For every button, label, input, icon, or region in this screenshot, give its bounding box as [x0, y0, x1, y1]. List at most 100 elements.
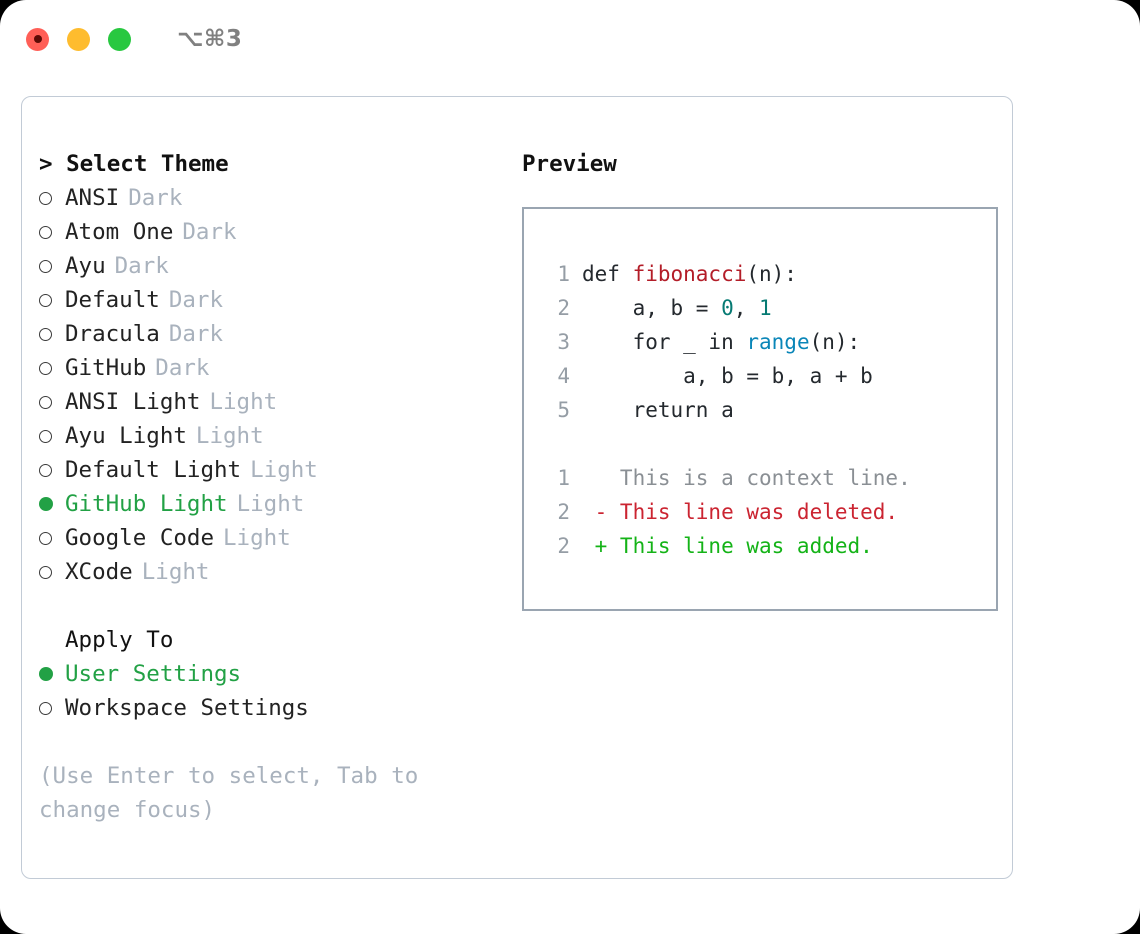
- theme-item-9[interactable]: GitHub Light Light: [39, 487, 501, 521]
- radio-selected-icon: [39, 657, 65, 691]
- radio-dot: [39, 565, 52, 579]
- radio-unselected-icon: [39, 555, 65, 589]
- radio-dot: [39, 225, 52, 239]
- shortcut-label: ⌥⌘3: [177, 26, 243, 52]
- line-number: 5: [557, 398, 570, 422]
- radio-dot: [39, 497, 53, 511]
- theme-variant-tag: Dark: [168, 287, 224, 313]
- apply-to-item-1[interactable]: Workspace Settings: [39, 691, 501, 725]
- apply-to-item-label: Workspace Settings: [65, 695, 309, 721]
- code-token-plain: a, b =: [632, 296, 722, 320]
- code-token-plain: return a: [632, 398, 734, 422]
- radio-dot: [39, 327, 52, 341]
- code-token-plain: ,: [733, 296, 760, 320]
- code-indent: [582, 364, 683, 388]
- radio-dot: [39, 701, 52, 715]
- theme-item-label: GitHub: [65, 355, 147, 381]
- preview-heading: Preview: [522, 151, 617, 177]
- code-line: 4 a, b = b, a + b: [544, 359, 996, 393]
- radio-dot: [39, 191, 52, 205]
- hint-spacer: [39, 725, 501, 759]
- radio-dot: [39, 395, 52, 409]
- radio-unselected-icon: [39, 419, 65, 453]
- theme-item-6[interactable]: ANSI Light Light: [39, 385, 501, 419]
- radio-dot: [39, 429, 52, 443]
- theme-variant-tag: Light: [223, 525, 291, 551]
- minimize-button[interactable]: [67, 27, 90, 51]
- theme-variant-tag: Light: [141, 559, 210, 585]
- theme-item-4[interactable]: Dracula Dark: [39, 317, 501, 351]
- theme-item-label: Default Light: [65, 457, 242, 483]
- code-token-plain: a, b = b, a + b: [683, 364, 873, 388]
- radio-unselected-icon: [39, 385, 65, 419]
- recording-indicator-icon: [33, 35, 42, 43]
- radio-dot: [39, 259, 52, 273]
- radio-unselected-icon: [39, 215, 65, 249]
- code-line: 5 return a: [544, 393, 996, 427]
- theme-item-7[interactable]: Ayu Light Light: [39, 419, 501, 453]
- code-line: 1 def fibonacci(n):: [544, 257, 996, 291]
- theme-item-label: ANSI Light: [65, 389, 201, 415]
- theme-item-label: ANSI: [65, 185, 120, 211]
- theme-variant-tag: Dark: [168, 321, 224, 347]
- theme-item-label: Google Code: [65, 525, 215, 551]
- theme-item-10[interactable]: Google Code Light: [39, 521, 501, 555]
- radio-selected-icon: [39, 487, 65, 521]
- theme-item-label: Atom One: [65, 219, 174, 245]
- radio-unselected-icon: [39, 283, 65, 317]
- radio-dot: [39, 667, 53, 681]
- apply-to-item-0[interactable]: User Settings: [39, 657, 501, 691]
- diff-line-number: 1: [557, 466, 570, 490]
- diff-line-content: + This line was added.: [582, 534, 873, 558]
- line-number: 4: [557, 364, 570, 388]
- theme-variant-tag: Dark: [182, 219, 237, 245]
- theme-item-label: Dracula: [65, 321, 160, 347]
- theme-variant-tag: Light: [209, 389, 278, 415]
- theme-item-8[interactable]: Default Light Light: [39, 453, 501, 487]
- code-line-content: def fibonacci(n):: [582, 257, 797, 291]
- theme-item-1[interactable]: Atom One Dark: [39, 215, 501, 249]
- code-line-content: a, b = 0, 1: [582, 291, 772, 325]
- section-spacer: [39, 589, 501, 623]
- code-indent: [582, 330, 633, 354]
- theme-item-label: Ayu Light: [65, 423, 187, 449]
- code-line-content: for _ in range(n):: [582, 325, 861, 359]
- radio-dot: [39, 293, 52, 307]
- theme-variant-tag: Light: [236, 491, 305, 517]
- select-theme-heading: > Select Theme: [39, 151, 229, 177]
- radio-unselected-icon: [39, 453, 65, 487]
- title-bar: ⌥⌘3: [0, 0, 1140, 78]
- code-token-plain: def: [582, 262, 633, 286]
- code-line: 2 a, b = 0, 1: [544, 291, 996, 325]
- theme-item-label: GitHub Light: [65, 491, 228, 517]
- maximize-button[interactable]: [108, 27, 131, 51]
- radio-unselected-icon: [39, 521, 65, 555]
- theme-variant-tag: Light: [195, 423, 264, 449]
- line-number: 3: [557, 330, 570, 354]
- close-button[interactable]: [26, 27, 49, 51]
- apply-to-item-label: User Settings: [65, 661, 242, 687]
- radio-unselected-icon: [39, 249, 65, 283]
- theme-variant-tag: Dark: [114, 253, 169, 279]
- code-line-content: return a: [582, 393, 734, 427]
- radio-unselected-icon: [39, 691, 65, 725]
- diff-line-number: 2: [557, 534, 570, 558]
- radio-dot: [39, 463, 52, 477]
- line-number: 1: [557, 262, 570, 286]
- code-token-plain: (n):: [746, 262, 797, 286]
- code-indent: [582, 398, 633, 422]
- radio-unselected-icon: [39, 351, 65, 385]
- code-diff-separator: [544, 427, 996, 461]
- code-token-number: 0: [721, 296, 734, 320]
- theme-variant-tag: Light: [250, 457, 318, 483]
